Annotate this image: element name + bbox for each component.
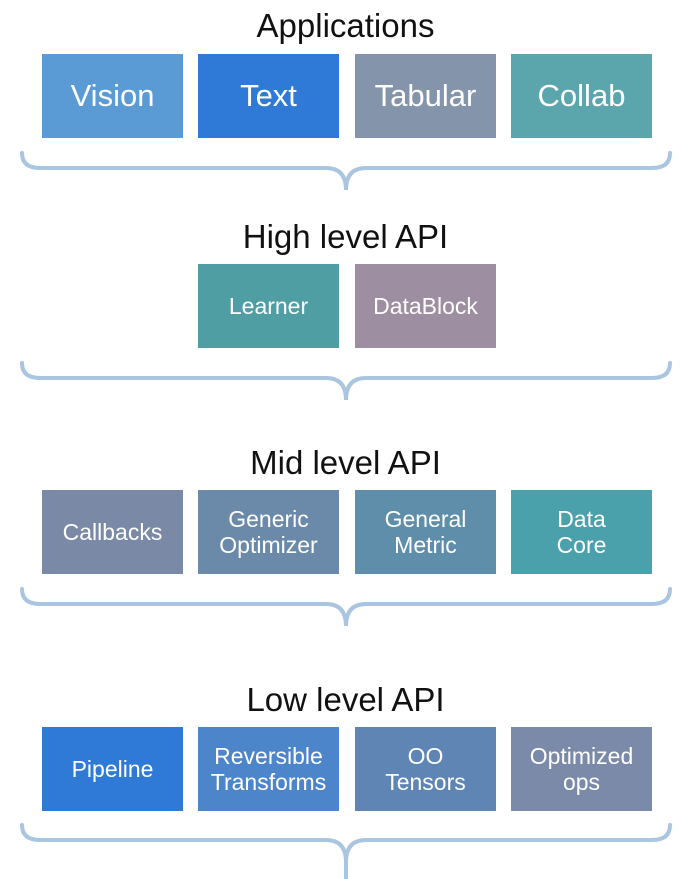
box-data-core: Data Core [511,490,652,574]
layer-title-mid-level-api: Mid level API [250,444,441,481]
box-tabular: Tabular [355,54,496,138]
box-reversible-transforms: Reversible Transforms [198,727,339,811]
layer-title-high-level-api: High level API [242,218,449,255]
brace-low-level-api [20,823,672,879]
box-learner: Learner [198,264,339,348]
brace-applications [20,151,672,191]
layer-title-applications: Applications [256,7,435,44]
box-optimized-ops: Optimized ops [511,727,652,811]
brace-high-level-api [20,361,672,401]
box-datablock: DataBlock [355,264,496,348]
box-collab: Collab [511,54,652,138]
brace-mid-level-api [20,587,672,627]
box-text: Text [198,54,339,138]
box-pipeline: Pipeline [42,727,183,811]
box-callbacks: Callbacks [42,490,183,574]
box-general-metric: General Metric [355,490,496,574]
box-generic-optimizer: Generic Optimizer [198,490,339,574]
box-vision: Vision [42,54,183,138]
layer-title-low-level-api: Low level API [246,681,445,718]
box-oo-tensors: OO Tensors [355,727,496,811]
